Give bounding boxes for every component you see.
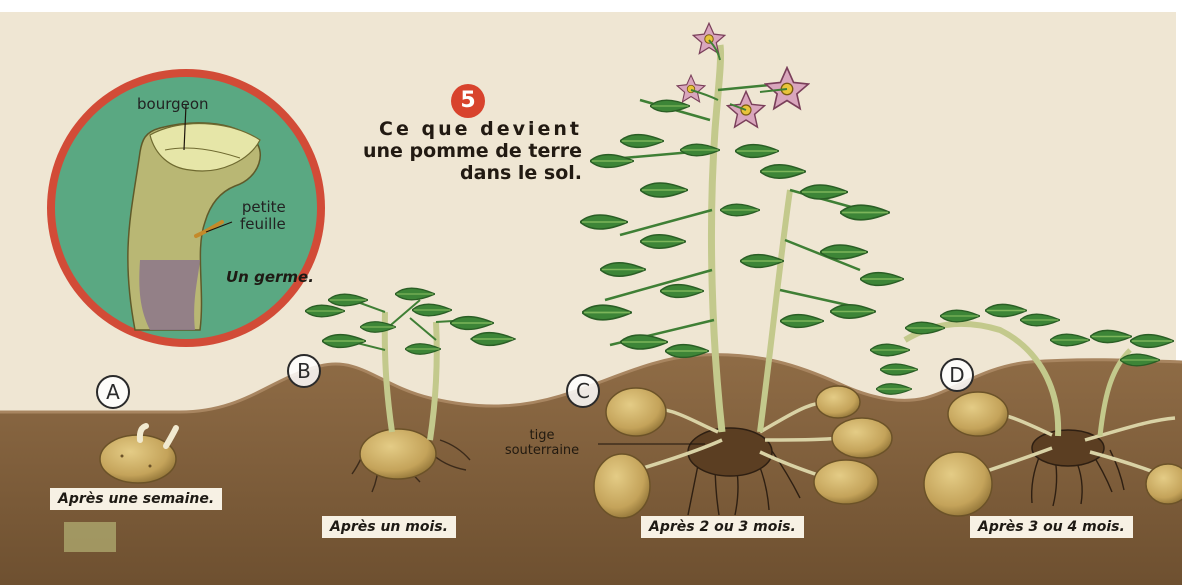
figure-title-line-3: dans le sol.: [320, 162, 582, 184]
figure-title-line-2: une pomme de terre: [320, 140, 582, 162]
stage-marker-c: C: [566, 374, 600, 408]
caption-stage-c: Après 2 ou 3 mois.: [641, 516, 804, 538]
label-un-germe: Un germe.: [226, 268, 314, 286]
top-border: [0, 0, 1182, 12]
label-tige: tige: [483, 428, 601, 443]
label-bourgeon: bourgeon: [137, 96, 209, 113]
background-text-ghost: [910, 80, 1110, 250]
label-feuille: feuille: [240, 216, 286, 233]
stage-marker-d: D: [940, 358, 974, 392]
label-petite: petite: [232, 199, 286, 216]
caption-stage-d: Après 3 ou 4 mois.: [970, 516, 1133, 538]
figure-number-badge: 5: [451, 84, 485, 118]
caption-stage-a: Après une semaine.: [50, 488, 222, 510]
stage-marker-b: B: [287, 354, 321, 388]
green-patch: [64, 522, 116, 552]
label-petite-feuille: petite feuille: [232, 199, 286, 233]
figure-title-line-1: Ce que devient: [320, 118, 582, 140]
label-tige-souterraine: tige souterraine: [483, 428, 601, 458]
stage-marker-a: A: [96, 375, 130, 409]
label-souterraine: souterraine: [483, 443, 601, 458]
caption-stage-b: Après un mois.: [322, 516, 456, 538]
figure-title: Ce que devient une pomme de terre dans l…: [320, 118, 582, 184]
